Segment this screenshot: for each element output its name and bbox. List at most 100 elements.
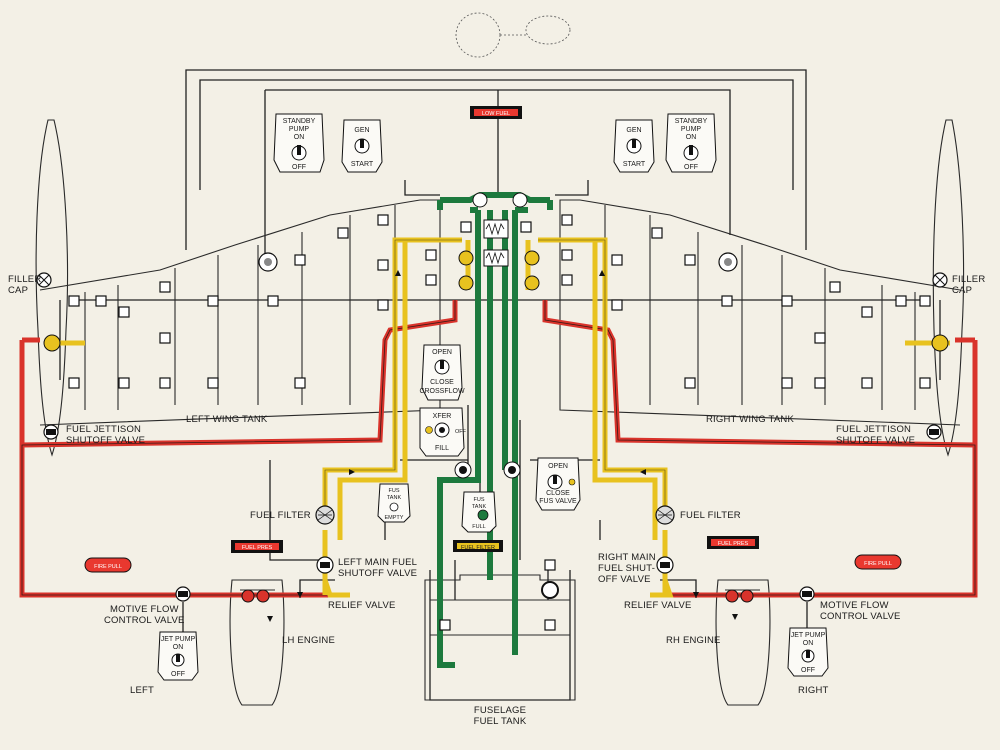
- label-left-main-valve: LEFT MAIN FUEL: [338, 557, 417, 568]
- crossflow-switch[interactable]: OPEN CLOSE CROSSFLOW: [419, 344, 465, 401]
- control-wiring: [59, 69, 941, 701]
- svg-text:ON: ON: [173, 644, 184, 651]
- fire-pull-handle-left[interactable]: FIRE PULL: [84, 557, 132, 573]
- left-fuel-filter-icon: [315, 505, 335, 525]
- label-relief-valve-left: RELIEF VALVE: [328, 600, 396, 611]
- svg-text:OFF: OFF: [292, 164, 306, 171]
- label-filler-cap-right: FILLER: [952, 274, 985, 285]
- fuselage-valve-switch[interactable]: OPEN CLOSE FUS VALVE: [535, 457, 581, 511]
- fire-pull-handle-right[interactable]: FIRE PULL: [854, 554, 902, 570]
- standby-pump-switch-left[interactable]: STANDBY PUMP ON OFF: [273, 113, 325, 173]
- jet-pump-switch-right[interactable]: JET PUMP ON OFF: [787, 627, 829, 677]
- svg-text:EMPTY: EMPTY: [385, 515, 404, 521]
- svg-text:FIRE PULL: FIRE PULL: [864, 561, 892, 567]
- fuel-quantity-gauge-icon: [455, 12, 571, 58]
- svg-text:SHUTOFF VALVE: SHUTOFF VALVE: [66, 435, 145, 446]
- gen-start-switch-left[interactable]: GEN START: [341, 119, 383, 173]
- svg-text:PUMP: PUMP: [681, 126, 702, 133]
- svg-text:FUS: FUS: [474, 497, 485, 503]
- label-left: LEFT: [130, 685, 154, 696]
- standby-pump-switch-right[interactable]: STANDBY PUMP ON OFF: [665, 113, 717, 173]
- svg-text:TANK: TANK: [472, 504, 487, 510]
- left-filler-cap-icon[interactable]: [36, 272, 52, 288]
- fuselage-tank-empty-indicator: FUS TANK EMPTY: [377, 483, 411, 523]
- fuel-transfer-switch[interactable]: XFER OFF FILL: [419, 407, 467, 457]
- svg-text:TANK: TANK: [387, 495, 402, 501]
- gen-start-switch-right[interactable]: GEN START: [613, 119, 655, 173]
- svg-text:OFF: OFF: [684, 164, 698, 171]
- right-jettison-valve-icon: [926, 424, 942, 440]
- annunciator-fuel-press-left: FUEL PRES: [231, 540, 283, 553]
- left-drop-tank: [35, 119, 69, 457]
- svg-text:CAP: CAP: [952, 285, 972, 296]
- flow-arrows: [267, 270, 738, 622]
- label-jettison-left: FUEL JETTISON: [66, 424, 141, 435]
- svg-text:JET PUMP: JET PUMP: [161, 636, 196, 643]
- label-right: RIGHT: [798, 685, 829, 696]
- svg-text:LOW FUEL: LOW FUEL: [482, 111, 510, 117]
- svg-text:GEN: GEN: [354, 127, 369, 134]
- svg-text:CAP: CAP: [8, 285, 28, 296]
- svg-text:CONTROL VALVE: CONTROL VALVE: [820, 611, 901, 622]
- svg-text:STANDBY: STANDBY: [675, 118, 708, 125]
- diagram-labels: FILLER CAP FILLER CAP LEFT WING TANK RIG…: [8, 274, 985, 727]
- svg-text:CONTROL VALVE: CONTROL VALVE: [104, 615, 185, 626]
- right-filler-cap-icon[interactable]: [932, 272, 948, 288]
- svg-text:CROSSFLOW: CROSSFLOW: [419, 388, 465, 395]
- label-fuselage-tank: FUSELAGE: [474, 705, 526, 716]
- right-drop-tank: [932, 119, 965, 457]
- svg-text:JET PUMP: JET PUMP: [791, 632, 826, 639]
- svg-text:FUEL PRES: FUEL PRES: [242, 545, 273, 551]
- fuselage-fuel-tank: [424, 574, 576, 701]
- label-fuel-filter-right: FUEL FILTER: [680, 510, 741, 521]
- svg-text:START: START: [623, 161, 646, 168]
- svg-text:CLOSE: CLOSE: [546, 490, 570, 497]
- svg-text:SHUTOFF VALVE: SHUTOFF VALVE: [338, 568, 417, 579]
- svg-text:FUS VALVE: FUS VALVE: [539, 498, 577, 505]
- svg-text:PUMP: PUMP: [289, 126, 310, 133]
- svg-text:OFF: OFF: [171, 671, 185, 678]
- svg-text:FULL: FULL: [472, 524, 485, 530]
- label-right-wing-tank: RIGHT WING TANK: [706, 414, 794, 425]
- svg-text:OFF VALVE: OFF VALVE: [598, 574, 651, 585]
- label-motive-right: MOTIVE FLOW: [820, 600, 889, 611]
- jet-pump-switch-left[interactable]: JET PUMP ON OFF: [157, 631, 199, 681]
- annunciator-fuel-press-right: FUEL PRES: [707, 536, 759, 549]
- svg-text:ON: ON: [803, 640, 814, 647]
- svg-text:FIRE PULL: FIRE PULL: [94, 564, 122, 570]
- svg-text:FUEL PRES: FUEL PRES: [718, 541, 749, 547]
- svg-text:CLOSE: CLOSE: [430, 379, 454, 386]
- label-lh-engine: LH ENGINE: [282, 635, 335, 646]
- svg-text:FUS: FUS: [389, 488, 400, 494]
- svg-text:OPEN: OPEN: [432, 349, 452, 356]
- svg-text:START: START: [351, 161, 374, 168]
- label-filler-cap-left: FILLER: [8, 274, 41, 285]
- left-jettison-valve-icon: [43, 424, 59, 440]
- label-motive-left: MOTIVE FLOW: [110, 604, 179, 615]
- label-right-main-valve: RIGHT MAIN: [598, 552, 656, 563]
- svg-text:SHUTOFF VALVE: SHUTOFF VALVE: [836, 435, 915, 446]
- svg-text:ON: ON: [686, 134, 697, 141]
- svg-text:ON: ON: [294, 134, 305, 141]
- annunciator-low-fuel: LOW FUEL: [470, 106, 522, 119]
- svg-text:STANDBY: STANDBY: [283, 118, 316, 125]
- right-fuel-filter-icon: [655, 505, 675, 525]
- label-rh-engine: RH ENGINE: [666, 635, 721, 646]
- svg-text:GEN: GEN: [626, 127, 641, 134]
- label-left-wing-tank: LEFT WING TANK: [186, 414, 268, 425]
- svg-text:FILL: FILL: [435, 445, 449, 452]
- svg-text:OFF: OFF: [801, 667, 815, 674]
- svg-text:FUEL FILTER: FUEL FILTER: [461, 545, 495, 551]
- annunciator-fuel-filter-center: FUEL FILTER: [453, 540, 503, 552]
- svg-text:FUEL TANK: FUEL TANK: [474, 716, 527, 727]
- lh-engine: [229, 579, 285, 706]
- fuselage-tank-full-indicator: FUS TANK FULL: [461, 491, 497, 533]
- svg-text:OPEN: OPEN: [548, 463, 568, 470]
- fuselage-pump: [541, 581, 559, 599]
- svg-text:OFF: OFF: [455, 429, 467, 435]
- svg-text:FUEL SHUT-: FUEL SHUT-: [598, 563, 655, 574]
- right-wing-tank: [559, 199, 961, 426]
- label-jettison-right: FUEL JETTISON: [836, 424, 911, 435]
- svg-text:XFER: XFER: [433, 413, 452, 420]
